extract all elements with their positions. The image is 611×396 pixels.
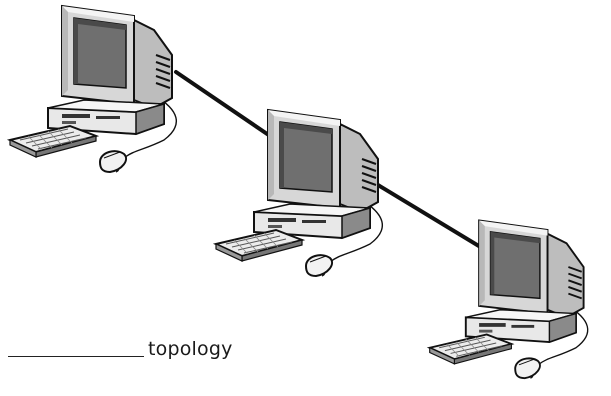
- caption: topology: [8, 338, 233, 360]
- computer-2-icon: [215, 109, 384, 277]
- computer-3-icon: [428, 219, 589, 380]
- link-2-3: [376, 183, 494, 256]
- caption-word: topology: [148, 338, 233, 360]
- answer-blank: [8, 338, 144, 357]
- link-1-2: [174, 70, 278, 142]
- computer-1-icon: [9, 5, 178, 173]
